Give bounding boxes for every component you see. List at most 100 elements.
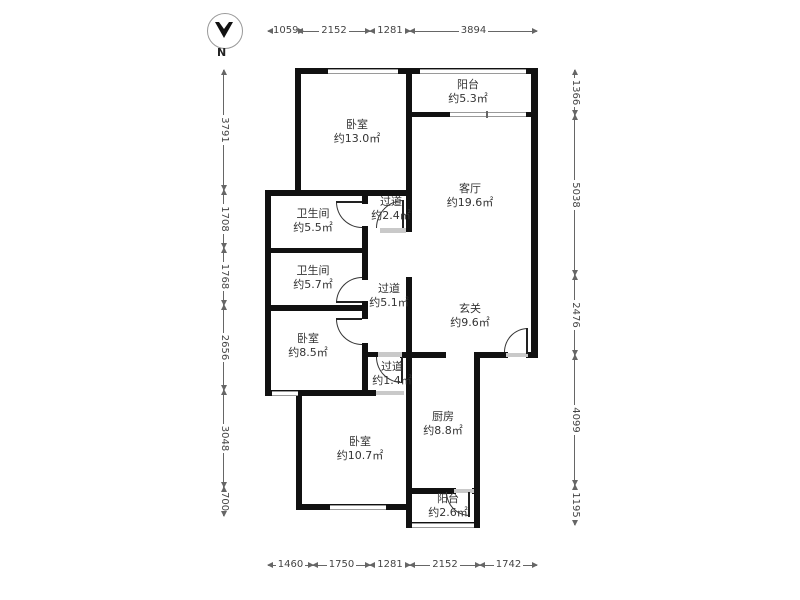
dimension-segment: 1366 bbox=[566, 70, 584, 116]
door-leaf bbox=[526, 328, 528, 354]
compass-north-icon-notch bbox=[219, 22, 229, 29]
room-area: 约5.7㎡ bbox=[293, 277, 333, 291]
wall bbox=[295, 68, 301, 196]
room-name: 过道 bbox=[378, 282, 400, 295]
dim-line bbox=[356, 562, 371, 568]
wall bbox=[265, 190, 271, 396]
dimension-segment: 1768 bbox=[215, 248, 233, 306]
dimension-segment: 1281 bbox=[368, 556, 412, 574]
dimension-segment: 2476 bbox=[566, 275, 584, 356]
dimension-segment: 1195 bbox=[566, 485, 584, 526]
dim-line bbox=[574, 329, 576, 356]
room-name: 过道 bbox=[381, 360, 403, 373]
dim-line bbox=[574, 115, 576, 181]
room-area: 约1.4㎡ bbox=[372, 373, 412, 387]
room-label-entry: 玄关 约9.6㎡ bbox=[450, 302, 490, 330]
room-name: 卧室 bbox=[349, 435, 371, 448]
room-name: 卧室 bbox=[346, 118, 368, 131]
dim-line bbox=[223, 144, 225, 191]
room-name: 卧室 bbox=[297, 332, 319, 345]
dimension-segment: 1059 bbox=[267, 22, 305, 40]
room-name: 卫生间 bbox=[296, 264, 330, 277]
dimension-segment: 1742 bbox=[479, 556, 538, 574]
dimension-value: 2476 bbox=[570, 302, 581, 328]
room-area: 约19.6㎡ bbox=[446, 195, 494, 209]
room-area: 约8.5㎡ bbox=[288, 345, 328, 359]
dimension-segment: 2152 bbox=[408, 556, 482, 574]
door-leaf bbox=[401, 357, 403, 383]
dimension-value: 700 bbox=[219, 492, 230, 512]
dimension-segment: 1750 bbox=[312, 556, 371, 574]
dimension-value: 1059 bbox=[273, 25, 299, 36]
wall bbox=[406, 277, 412, 528]
dimension-row-bottom: 1460 1750 1281 2152 1742 bbox=[267, 556, 538, 574]
dim-line bbox=[574, 275, 576, 301]
dimension-segment: 1460 bbox=[267, 556, 314, 574]
dimension-value: 2152 bbox=[321, 25, 347, 36]
wall bbox=[406, 68, 412, 232]
wall bbox=[406, 488, 456, 494]
room-area: 约8.8㎡ bbox=[423, 423, 463, 437]
wall bbox=[531, 68, 538, 358]
dim-line bbox=[223, 453, 225, 488]
room-name: 玄关 bbox=[459, 302, 481, 315]
door-arc bbox=[336, 277, 362, 303]
dimension-segment: 700 bbox=[215, 487, 233, 517]
room-area: 约5.3㎡ bbox=[448, 91, 488, 105]
room-label-bedroom-bottom: 卧室 约10.7㎡ bbox=[337, 435, 384, 463]
dim-line bbox=[488, 28, 538, 34]
dimension-value: 1750 bbox=[328, 559, 355, 570]
window bbox=[450, 112, 526, 117]
dimension-segment: 1708 bbox=[215, 190, 233, 249]
room-area: 约5.5㎡ bbox=[293, 220, 333, 234]
dim-line bbox=[479, 562, 494, 568]
room-label-balcony-bottom: 阳台 约2.6㎡ bbox=[428, 492, 468, 520]
dimension-value: 3894 bbox=[460, 25, 487, 36]
window bbox=[330, 504, 386, 510]
dimension-segment: 5038 bbox=[566, 115, 584, 276]
room-area: 约13.0㎡ bbox=[333, 131, 381, 145]
door-leaf bbox=[336, 301, 362, 303]
compass-label: N bbox=[217, 46, 227, 59]
dimension-row-right: 1366 5038 2476 4099 1195 bbox=[566, 70, 584, 526]
dim-line bbox=[223, 305, 225, 333]
wall bbox=[362, 190, 368, 204]
dim-line bbox=[574, 209, 576, 276]
dim-line bbox=[223, 248, 225, 262]
dim-line bbox=[409, 28, 459, 34]
room-name: 阳台 bbox=[457, 78, 479, 91]
dim-line bbox=[574, 355, 576, 406]
dim-line bbox=[404, 28, 412, 34]
dim-line bbox=[348, 28, 372, 34]
room-label-bedroom-mid: 卧室 约8.5㎡ bbox=[288, 332, 328, 360]
wall bbox=[295, 68, 538, 74]
dim-line bbox=[223, 190, 225, 205]
dimension-row-left: 3791 1708 1768 2656 3048 700 bbox=[215, 70, 233, 517]
dimension-row-top: 1059 2152 1281 3894 bbox=[267, 22, 538, 40]
room-label-living-room: 客厅 约19.6㎡ bbox=[447, 182, 494, 210]
dim-line bbox=[223, 487, 225, 490]
room-name: 客厅 bbox=[459, 182, 481, 195]
wall bbox=[400, 352, 446, 358]
wall bbox=[474, 352, 480, 528]
compass bbox=[207, 13, 243, 49]
dimension-value: 1460 bbox=[277, 559, 304, 570]
dim-line bbox=[574, 519, 576, 526]
dim-line bbox=[404, 562, 412, 568]
dimension-value: 1195 bbox=[570, 492, 581, 518]
dim-line bbox=[574, 70, 576, 78]
window bbox=[420, 68, 526, 74]
room-area: 约5.1㎡ bbox=[369, 295, 409, 309]
door-arc bbox=[336, 202, 362, 228]
door-sill bbox=[506, 353, 528, 357]
wall bbox=[362, 343, 368, 396]
dimension-value: 4099 bbox=[570, 407, 581, 433]
wall bbox=[362, 226, 368, 280]
room-area: 约2.4㎡ bbox=[371, 208, 411, 222]
dimension-segment: 2152 bbox=[296, 22, 372, 40]
room-area: 约9.6㎡ bbox=[450, 315, 490, 329]
room-label-bathroom-1: 卫生间 约5.5㎡ bbox=[293, 207, 333, 235]
dim-line bbox=[368, 562, 376, 568]
dimension-segment: 4099 bbox=[566, 355, 584, 486]
dim-line bbox=[223, 291, 225, 306]
